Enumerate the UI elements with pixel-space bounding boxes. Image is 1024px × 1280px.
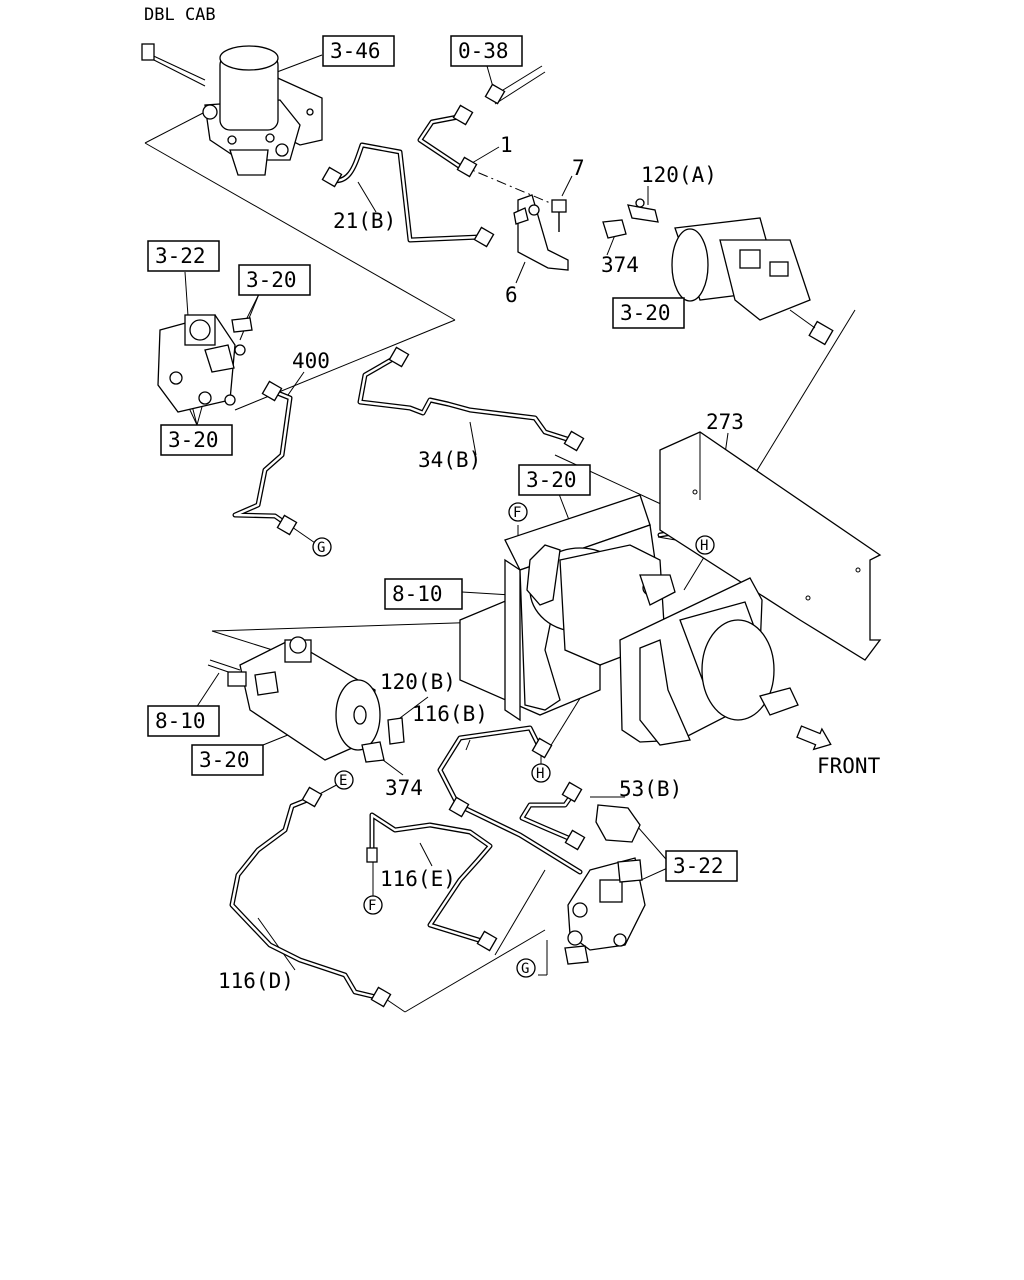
label-part-34b: 34(B) bbox=[418, 448, 481, 472]
front-direction-label: FRONT bbox=[817, 754, 881, 778]
svg-text:H: H bbox=[536, 766, 544, 782]
part-labels: 1 7 120(A) 21(B) 374 6 400 273 34(B) 120… bbox=[218, 133, 881, 993]
ref-box-3-20-upper-left: 3-20 bbox=[238, 264, 311, 296]
label-part-116b: 116(B) bbox=[412, 702, 488, 726]
ref-box-3-20-lower: 3-20 bbox=[191, 744, 264, 776]
svg-text:3-20: 3-20 bbox=[168, 428, 219, 452]
relay-valve-upper bbox=[157, 314, 253, 413]
svg-text:3-20: 3-20 bbox=[199, 748, 250, 772]
air-tank-upper bbox=[671, 217, 834, 346]
ref-box-3-20-frame: 3-20 bbox=[518, 464, 591, 496]
svg-text:8-10: 8-10 bbox=[155, 709, 206, 733]
frame-rail bbox=[659, 431, 882, 661]
svg-text:F: F bbox=[368, 898, 376, 914]
ref-box-3-20-left: 3-20 bbox=[160, 424, 233, 456]
diagram-title: DBL CAB bbox=[144, 5, 216, 25]
svg-text:G: G bbox=[521, 961, 529, 977]
bracket-6 bbox=[513, 194, 569, 271]
svg-text:E: E bbox=[339, 773, 347, 789]
label-part-116d: 116(D) bbox=[218, 969, 294, 993]
ref-box-0-38: 0-38 bbox=[450, 35, 523, 67]
valve-120a-fittings bbox=[602, 198, 659, 239]
svg-text:8-10: 8-10 bbox=[392, 582, 443, 606]
connector-e: E bbox=[334, 770, 354, 790]
svg-text:3-20: 3-20 bbox=[526, 468, 577, 492]
connector-f-upper: F bbox=[508, 502, 528, 522]
tank-brackets bbox=[459, 494, 666, 722]
svg-text:3-22: 3-22 bbox=[155, 244, 206, 268]
svg-text:H: H bbox=[700, 538, 708, 554]
label-part-7: 7 bbox=[572, 156, 585, 180]
svg-text:3-20: 3-20 bbox=[246, 268, 297, 292]
connector-h-upper: H bbox=[695, 535, 715, 555]
label-part-1: 1 bbox=[500, 133, 513, 157]
connector-h-lower: H bbox=[531, 763, 551, 783]
ref-box-8-10-left: 8-10 bbox=[147, 705, 220, 737]
air-tank-left bbox=[227, 636, 405, 763]
air-tank-lower-right bbox=[619, 574, 799, 746]
bolt-7 bbox=[551, 199, 567, 232]
connector-g-upper: G bbox=[312, 537, 332, 557]
ref-box-3-20-upper-right: 3-20 bbox=[612, 297, 685, 329]
svg-text:0-38: 0-38 bbox=[458, 39, 509, 63]
front-arrow-icon bbox=[796, 725, 832, 751]
svg-text:3-46: 3-46 bbox=[330, 39, 381, 63]
label-part-120a: 120(A) bbox=[641, 163, 717, 187]
label-part-21b: 21(B) bbox=[333, 209, 396, 233]
label-part-6: 6 bbox=[505, 283, 518, 307]
connector-f-lower: F bbox=[363, 895, 383, 915]
relay-valve-lower bbox=[564, 804, 646, 965]
ref-box-3-22-upper: 3-22 bbox=[147, 240, 220, 272]
ref-box-3-22-lower: 3-22 bbox=[665, 850, 738, 882]
svg-text:F: F bbox=[513, 505, 521, 521]
svg-text:3-22: 3-22 bbox=[673, 854, 724, 878]
label-part-374-lower: 374 bbox=[385, 776, 423, 800]
label-part-374-upper: 374 bbox=[601, 253, 639, 277]
svg-text:3-20: 3-20 bbox=[620, 301, 671, 325]
label-part-120b: 120(B) bbox=[380, 670, 456, 694]
label-part-273: 273 bbox=[706, 410, 744, 434]
air-dryer bbox=[141, 43, 323, 176]
label-part-53b: 53(B) bbox=[619, 777, 682, 801]
ref-box-3-46: 3-46 bbox=[322, 35, 395, 67]
label-part-400: 400 bbox=[292, 349, 330, 373]
connector-g-lower: G bbox=[516, 958, 536, 978]
svg-text:G: G bbox=[317, 540, 325, 556]
ref-box-8-10-center: 8-10 bbox=[384, 578, 463, 610]
label-part-116e: 116(E) bbox=[380, 867, 456, 891]
